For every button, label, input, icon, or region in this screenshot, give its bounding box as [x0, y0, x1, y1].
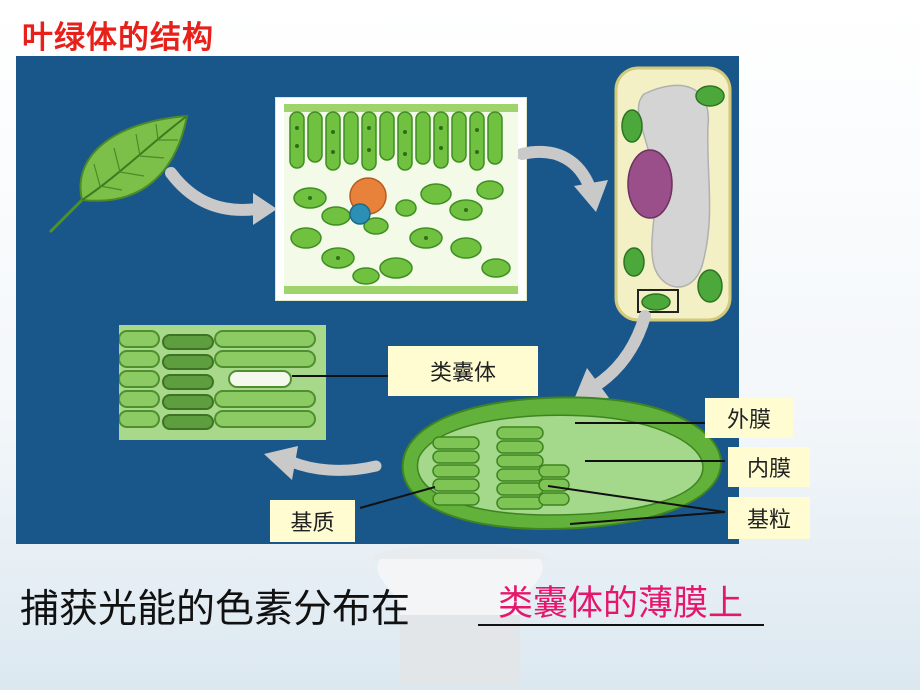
leaf-cross-section: [275, 97, 527, 301]
background-vase: [374, 545, 546, 685]
question-text: 捕获光能的色素分布在: [20, 587, 411, 632]
slide-title: 叶绿体的结构: [22, 20, 214, 56]
answer-text: 类囊体的薄膜上: [498, 584, 744, 624]
arrow-cell-to-chloroplast: [573, 310, 651, 402]
label-inner-membrane: 内膜: [728, 447, 810, 487]
arrow-section-to-cell: [518, 145, 608, 212]
label-stroma: 基质: [270, 500, 355, 542]
arrow-chloroplast-to-zoom: [264, 446, 382, 480]
label-outer-membrane: 外膜: [705, 398, 793, 438]
plant-cell-illustration: [614, 66, 732, 322]
label-thylakoid: 类囊体: [388, 346, 538, 396]
label-grana: 基粒: [728, 497, 810, 539]
arrow-leaf-to-section: [165, 167, 277, 225]
leaf-illustration: [48, 114, 189, 234]
chloroplast-illustration: [401, 396, 723, 531]
answer-blank-line: [478, 624, 764, 626]
thylakoid-zoom-illustration: [118, 325, 326, 440]
